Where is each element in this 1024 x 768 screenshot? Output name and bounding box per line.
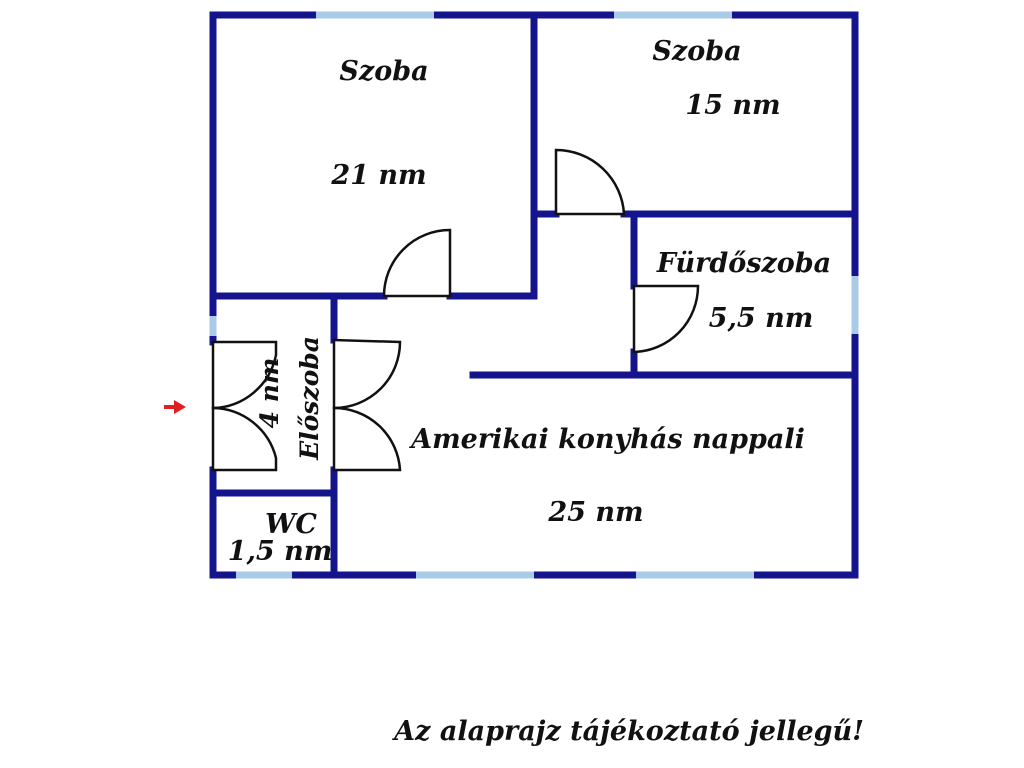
room-area-szoba-21: 21 nm (330, 160, 426, 191)
disclaimer-text: Az alaprajz tájékoztató jellegű! (394, 716, 864, 747)
room-name-nappali: Amerikai konyhás nappali (408, 424, 805, 455)
door-nappali-lower (332, 406, 402, 472)
room-area-nappali: 25 nm (547, 497, 643, 528)
windows (209, 11, 859, 579)
door-nappali-upper (332, 338, 402, 410)
door-szoba-15 (554, 148, 626, 216)
room-area-eloszoba: 4 nm (255, 358, 284, 429)
doors (211, 148, 700, 472)
room-name-szoba-21: Szoba (339, 56, 428, 87)
door-furdo (632, 284, 700, 354)
room-area-furdo: 5,5 nm (709, 303, 814, 334)
room-name-szoba-15: Szoba (652, 36, 741, 67)
entrance-arrow-icon (164, 400, 186, 414)
room-area-wc: 1,5 nm (228, 536, 333, 567)
room-area-szoba-15: 15 nm (685, 90, 780, 121)
door-szoba-21 (382, 228, 452, 298)
door-entrance-lower (211, 406, 278, 472)
room-name-wc: WC (265, 509, 317, 540)
room-name-furdo: Fürdőszoba (656, 248, 831, 279)
room-name-eloszoba: Előszoba (295, 336, 324, 461)
interior-walls (209, 11, 859, 579)
